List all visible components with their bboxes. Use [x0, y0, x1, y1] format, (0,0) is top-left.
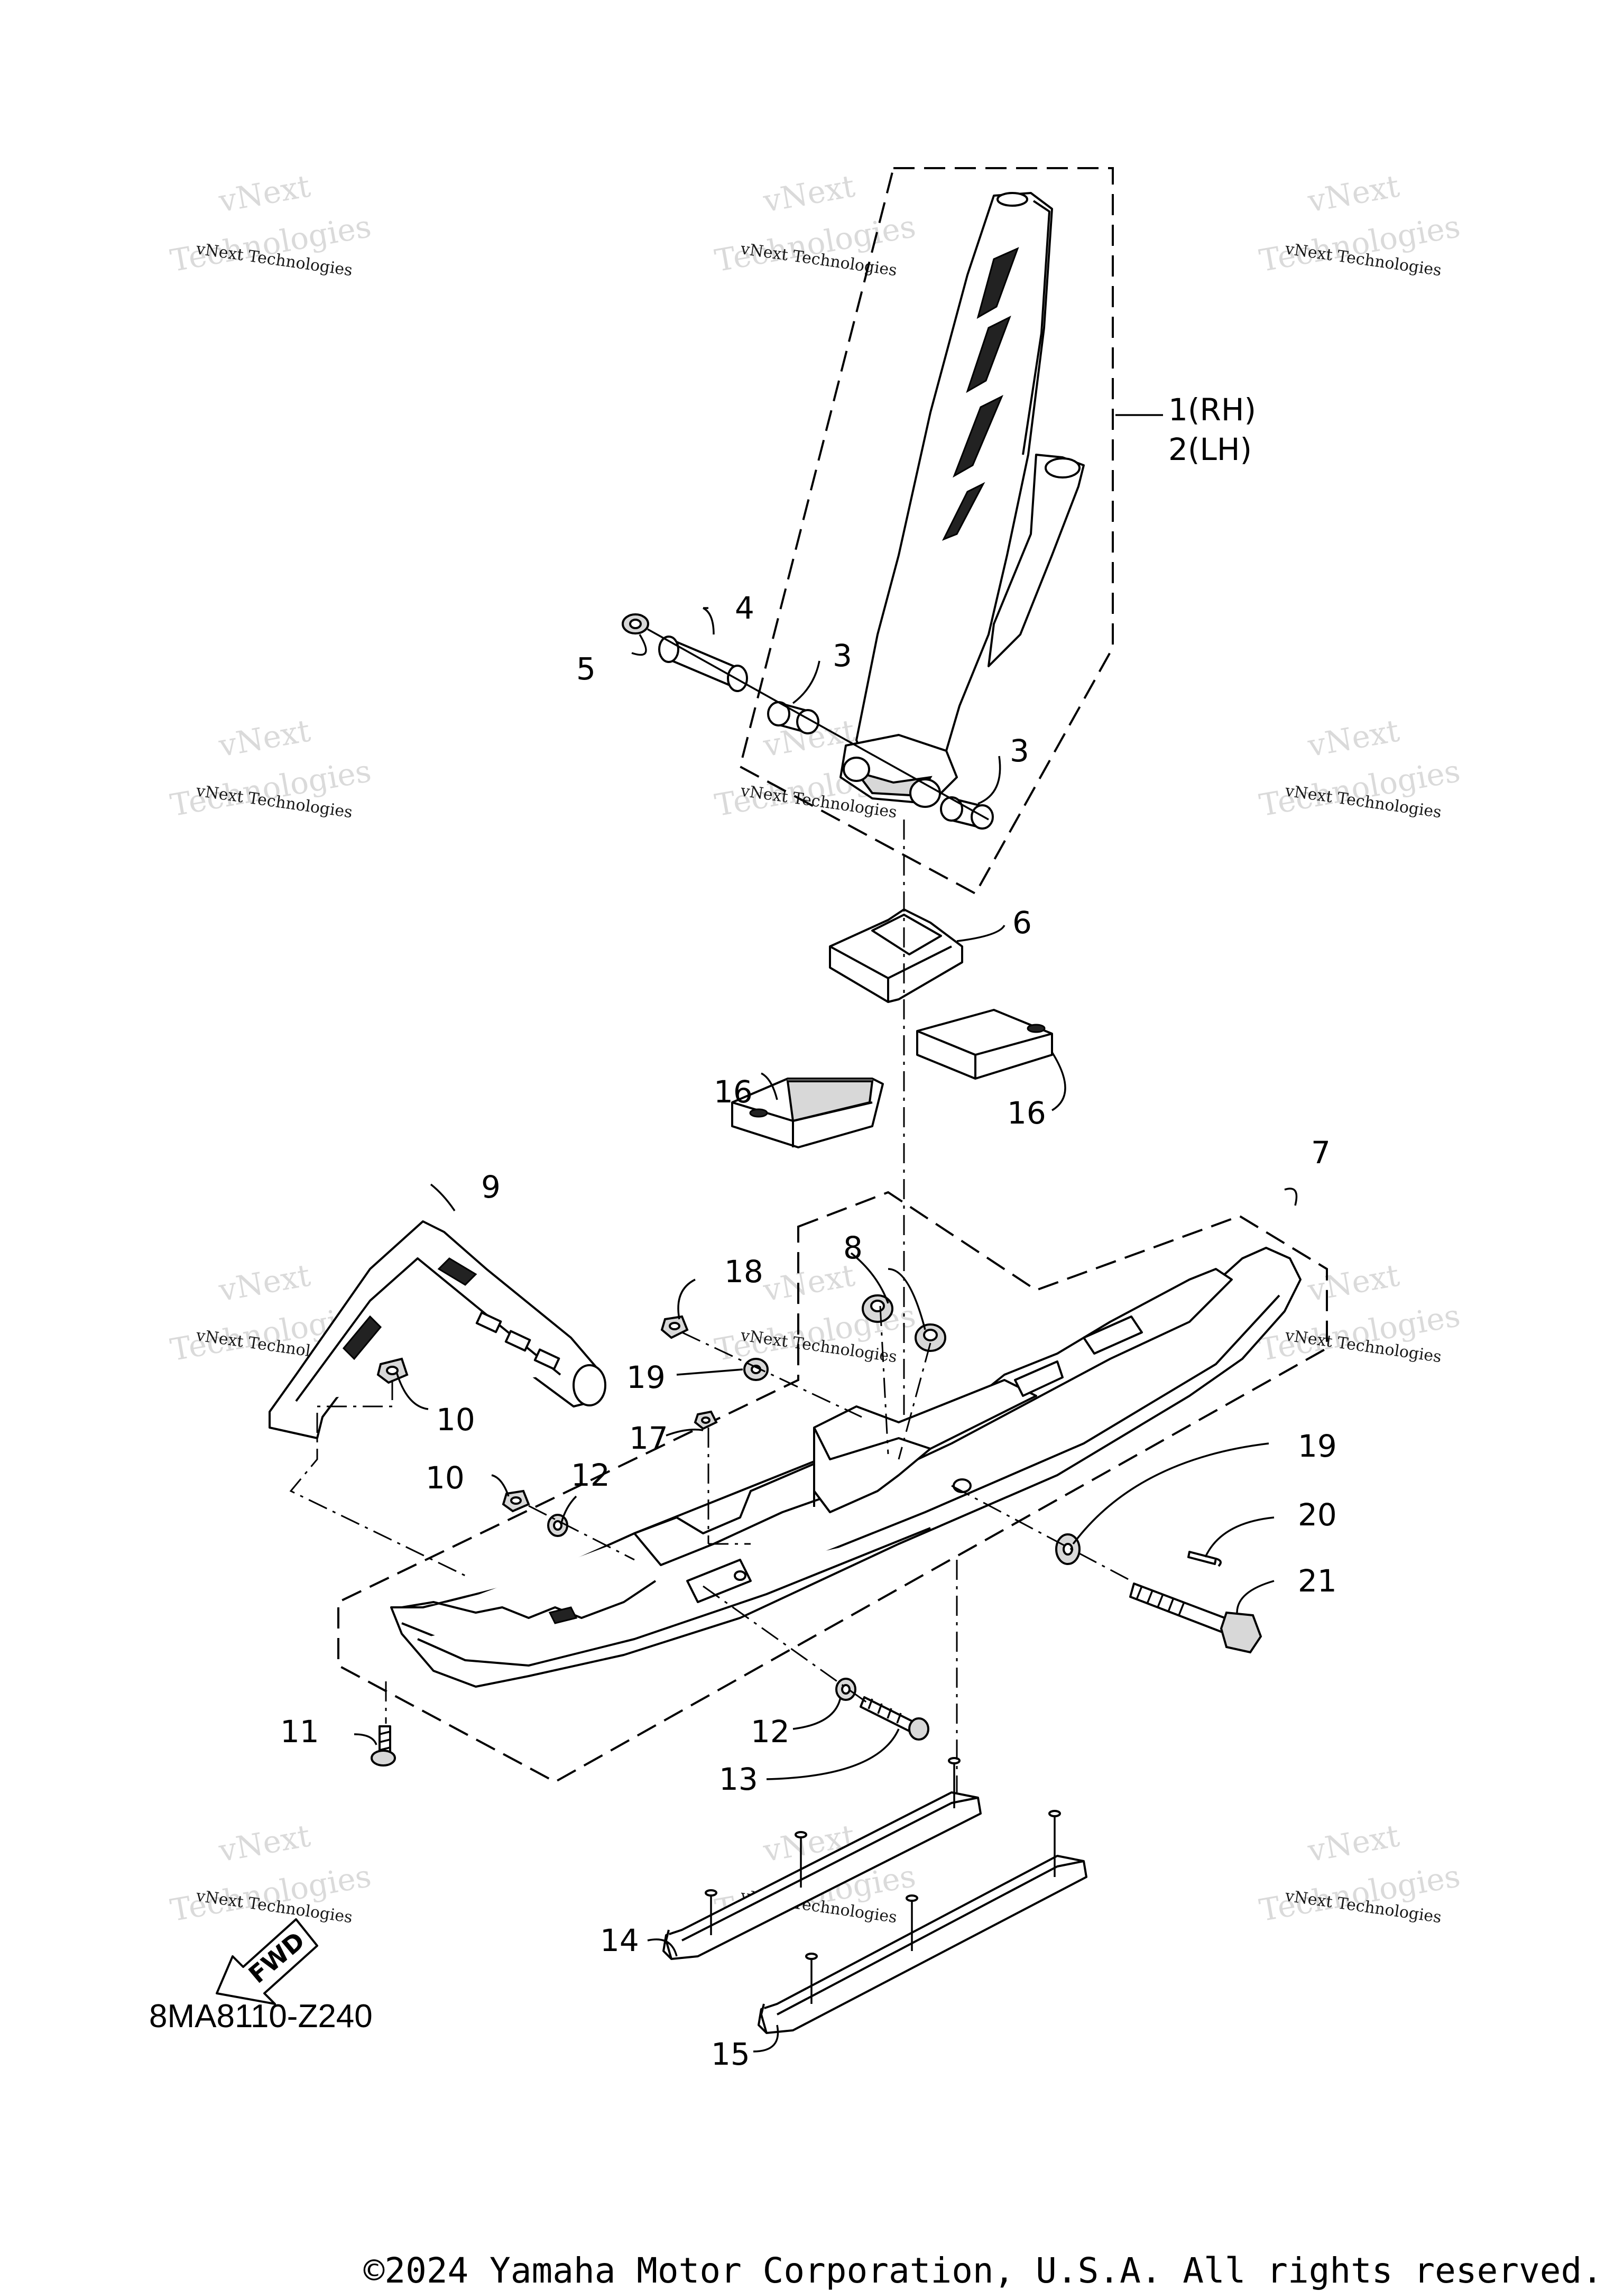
assembly-box-spindle — [739, 167, 1114, 895]
spindle-slot — [953, 394, 1003, 478]
washer-part-19-upper — [743, 1358, 769, 1381]
spindle-slot — [966, 315, 1011, 393]
watermark-vnext-big: vNext — [760, 168, 857, 219]
copyright-notice: ©2024 Yamaha Motor Corporation, U.S.A. A… — [363, 2250, 1603, 2291]
assembly-box-ski — [337, 1191, 1328, 1783]
cotter-pin-part-20 — [1187, 1551, 1222, 1567]
callout-1: 1(RH) — [1168, 392, 1256, 428]
callout-12: 12 — [751, 1714, 790, 1750]
watermark-vnext-big: vNext — [216, 713, 313, 764]
callout-9: 9 — [481, 1169, 501, 1205]
watermark-vnext-big: vNext — [216, 1818, 313, 1869]
watermark-group: vNext Technologies vNext Technologies vN… — [168, 168, 1463, 1929]
callout-6: 6 — [1012, 905, 1032, 941]
spindle-leg — [839, 192, 1085, 808]
callout-10: 10 — [436, 1402, 475, 1438]
washer-part-12-upper — [547, 1514, 568, 1537]
damper-part-8-left — [862, 1294, 893, 1323]
nut-part-10-upper — [376, 1357, 409, 1384]
fwd-arrow-icon: FWD — [216, 1918, 318, 2005]
callout-14: 14 — [600, 1922, 639, 1958]
nut-part-17 — [694, 1410, 718, 1430]
bolt-axis-line — [647, 628, 989, 821]
spindle-slot — [942, 482, 985, 541]
nut-part-10-lower — [502, 1489, 530, 1513]
callout-13: 13 — [719, 1761, 758, 1797]
callout-11: 11 — [280, 1714, 319, 1750]
callout-15: 15 — [711, 2036, 750, 2072]
callout-10: 10 — [426, 1460, 465, 1496]
callout-2: 2(LH) — [1168, 431, 1252, 467]
screw-part-11 — [371, 1725, 396, 1766]
collar-part-4 — [658, 636, 748, 692]
bushing-part-3-left — [767, 701, 819, 734]
runner-part-15 — [758, 1810, 1087, 2034]
callout-3: 3 — [833, 638, 852, 674]
callout-labels: 1(RH) 2(LH) 3 3 4 5 6 7 8 9 10 10 11 12 … — [280, 392, 1337, 2072]
callout-20: 20 — [1298, 1497, 1337, 1533]
nut-part-18 — [660, 1315, 689, 1339]
callout-21: 21 — [1298, 1563, 1337, 1599]
damper-part-8-right — [915, 1323, 946, 1352]
callout-5: 5 — [576, 651, 596, 687]
callout-7: 7 — [1311, 1135, 1331, 1171]
callout-4: 4 — [735, 590, 754, 626]
ski-loop-part-9 — [269, 1220, 606, 1439]
callout-19: 19 — [1298, 1428, 1337, 1464]
assembly-lines — [289, 1305, 1132, 1792]
callout-16: 16 — [714, 1074, 753, 1110]
watermark-vnext-big: vNext — [1305, 168, 1402, 219]
watermark-vnext-big: vNext — [216, 168, 313, 219]
screw-part-13 — [860, 1696, 929, 1741]
callout-8: 8 — [843, 1230, 863, 1266]
bushing-part-3-right — [940, 796, 994, 830]
callout-18: 18 — [724, 1254, 763, 1290]
watermark-vnext-big: vNext — [216, 1257, 313, 1309]
diagram-code: 8MA8110-Z240 — [149, 1998, 373, 2035]
watermark-vnext-big: vNext — [1305, 713, 1402, 764]
callout-3: 3 — [1010, 733, 1029, 769]
callout-17: 17 — [629, 1420, 668, 1456]
ski-body-part-7 — [390, 1247, 1302, 1688]
wear-block-part-16-left — [731, 1078, 884, 1148]
leader-lines — [354, 414, 1298, 2053]
washer-part-12-lower — [835, 1678, 856, 1701]
callout-19: 19 — [626, 1359, 666, 1395]
callout-12: 12 — [571, 1457, 610, 1493]
runner-part-14 — [662, 1757, 982, 1960]
watermark-vnext-big: vNext — [1305, 1818, 1402, 1869]
callout-16: 16 — [1007, 1095, 1046, 1131]
saddle-part-6 — [829, 908, 963, 1003]
nut-part-5 — [622, 613, 649, 634]
bolt-part-21 — [1129, 1582, 1262, 1654]
spindle-slot — [976, 247, 1019, 319]
wear-block-part-16-right — [916, 1009, 1053, 1080]
